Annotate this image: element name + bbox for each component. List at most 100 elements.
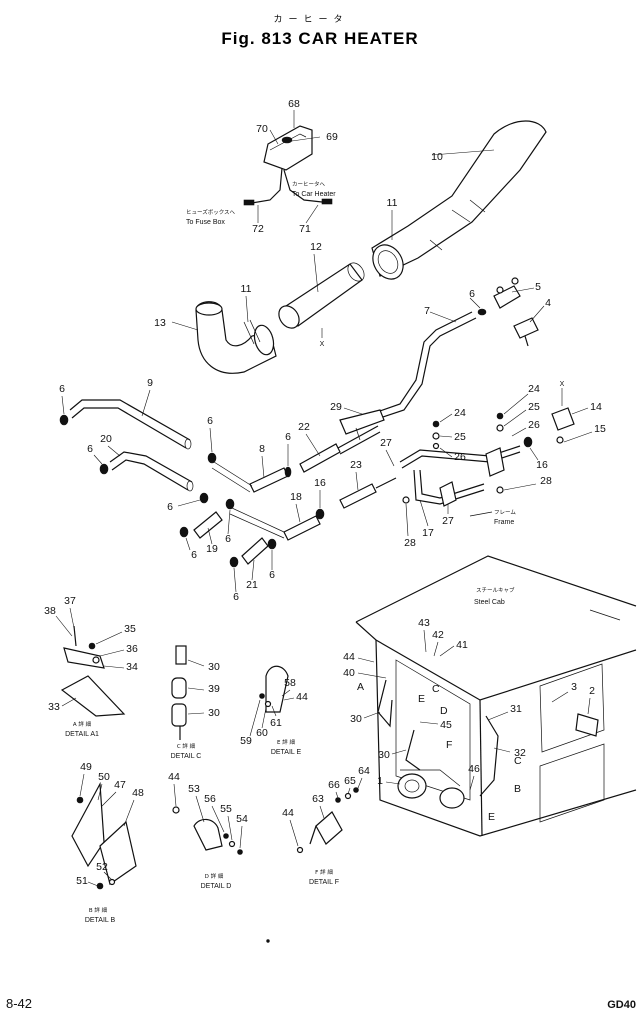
washer-25-right xyxy=(496,424,504,432)
callout-24-right: 24 xyxy=(528,383,540,395)
hose-clamp-16-mid xyxy=(315,508,325,520)
callout-16-right: 16 xyxy=(536,459,548,471)
callout-19: 19 xyxy=(206,543,218,555)
callout-65: 65 xyxy=(344,775,356,787)
callout-52: 52 xyxy=(96,861,108,873)
callout-10: 10 xyxy=(431,151,443,163)
callout-44-f: 44 xyxy=(282,807,294,819)
callout-35: 35 xyxy=(124,623,136,635)
tube-23 xyxy=(339,477,397,509)
callout-6-19a: 6 xyxy=(167,501,173,513)
callout-30-cab-lower: 30 xyxy=(378,749,390,761)
callout-27-lower: 27 xyxy=(442,515,454,527)
detail-b xyxy=(71,781,137,890)
hose-clamp-6-20 xyxy=(99,463,109,475)
pipe-27 xyxy=(399,445,521,477)
detail-f-jp: F 詳 細 xyxy=(315,868,333,876)
bolt-28-left xyxy=(402,496,410,504)
callout-6-mid: 6 xyxy=(207,415,213,427)
callout-20: 20 xyxy=(100,433,112,445)
x-marker-duct: X xyxy=(320,341,325,348)
tube-8 xyxy=(211,461,289,493)
callout-44-e: 44 xyxy=(296,691,308,703)
detail-a1 xyxy=(60,625,126,717)
callout-45: 45 xyxy=(440,719,452,731)
to-fuse-box-jp: ヒューズボックスへ xyxy=(186,208,236,216)
callout-56: 56 xyxy=(204,793,216,805)
callout-22: 22 xyxy=(298,421,310,433)
tube-19 xyxy=(193,511,223,539)
hose-clamp-6-8 xyxy=(284,466,292,478)
callout-64: 64 xyxy=(358,765,370,777)
callout-69: 69 xyxy=(326,131,338,143)
detail-c xyxy=(171,645,187,740)
callout-36: 36 xyxy=(126,643,138,655)
callout-24-mid: 24 xyxy=(454,407,466,419)
hose-clamp-16-right xyxy=(523,436,533,448)
tube-18 xyxy=(229,507,321,541)
callout-11-upper: 11 xyxy=(387,197,398,209)
hose-30-cab-lower xyxy=(405,729,421,771)
ref-e-right: E xyxy=(488,811,495,823)
callout-54: 54 xyxy=(236,813,248,825)
ref-b: B xyxy=(514,783,521,795)
callout-6-19b: 6 xyxy=(225,533,231,545)
hose-clamp-6-21b xyxy=(229,556,239,568)
callout-37: 37 xyxy=(64,595,76,607)
ref-a: A xyxy=(357,681,364,693)
callout-3: 3 xyxy=(571,681,577,693)
duct-12 xyxy=(278,262,365,329)
callout-33: 33 xyxy=(48,701,60,713)
detail-a1-label: DETAIL A1 xyxy=(65,731,99,738)
ref-d: D xyxy=(440,705,448,717)
bolt-24-right xyxy=(496,412,504,420)
callout-30-c-bottom: 30 xyxy=(208,707,220,719)
callout-13: 13 xyxy=(154,317,166,329)
callout-16-mid: 16 xyxy=(314,477,326,489)
callout-66: 66 xyxy=(328,779,340,791)
callout-18: 18 xyxy=(290,491,302,503)
callout-51: 51 xyxy=(76,875,88,887)
callout-46: 46 xyxy=(468,763,480,775)
nut-26 xyxy=(432,442,440,450)
callout-5: 5 xyxy=(535,281,541,293)
callout-4: 4 xyxy=(545,297,551,309)
ref-f: F xyxy=(446,739,452,751)
detail-d-label: DETAIL D xyxy=(201,883,232,890)
hose-clamp-6-top xyxy=(477,308,487,316)
valve-14 xyxy=(551,407,575,444)
to-fuse-box-label: To Fuse Box xyxy=(186,219,225,226)
to-car-heater-label: To Car Heater xyxy=(292,191,336,198)
ref-c-left: C xyxy=(432,683,440,695)
page-number: 8-42 xyxy=(6,996,32,1011)
callout-41: 41 xyxy=(456,639,468,651)
hose-clamp-6-21a xyxy=(267,538,277,550)
model-code: GD40 xyxy=(607,999,636,1011)
defroster-duct-10 xyxy=(371,120,547,280)
detail-e-jp: E 詳 細 xyxy=(277,738,295,746)
callout-15: 15 xyxy=(594,423,606,435)
callout-72: 72 xyxy=(252,223,264,235)
steel-cab xyxy=(355,555,637,837)
detail-a1-jp: A 詳 細 xyxy=(73,720,92,728)
callout-28-right: 28 xyxy=(540,475,552,487)
elbow-duct-13 xyxy=(195,301,277,374)
callout-29: 29 xyxy=(330,401,342,413)
valve-4 xyxy=(513,317,539,347)
tube-21 xyxy=(241,537,269,565)
detail-b-label: DETAIL B xyxy=(85,917,116,924)
callout-60: 60 xyxy=(256,727,268,739)
hose-clamp-6-9 xyxy=(59,414,69,426)
callout-49: 49 xyxy=(80,761,92,773)
callout-38: 38 xyxy=(44,605,56,617)
to-car-heater-jp: カーヒータへ xyxy=(292,180,326,188)
figure-title: Fig. 813 CAR HEATER xyxy=(221,29,418,48)
ref-c-right: C xyxy=(514,755,522,767)
valve-5 xyxy=(493,277,521,309)
hose-22 xyxy=(299,425,381,473)
callout-25-right: 25 xyxy=(528,401,540,413)
detail-f xyxy=(296,787,359,854)
japanese-title: カーヒータ xyxy=(273,14,348,25)
washer-25 xyxy=(432,432,440,440)
callout-30-c-top: 30 xyxy=(208,661,220,673)
